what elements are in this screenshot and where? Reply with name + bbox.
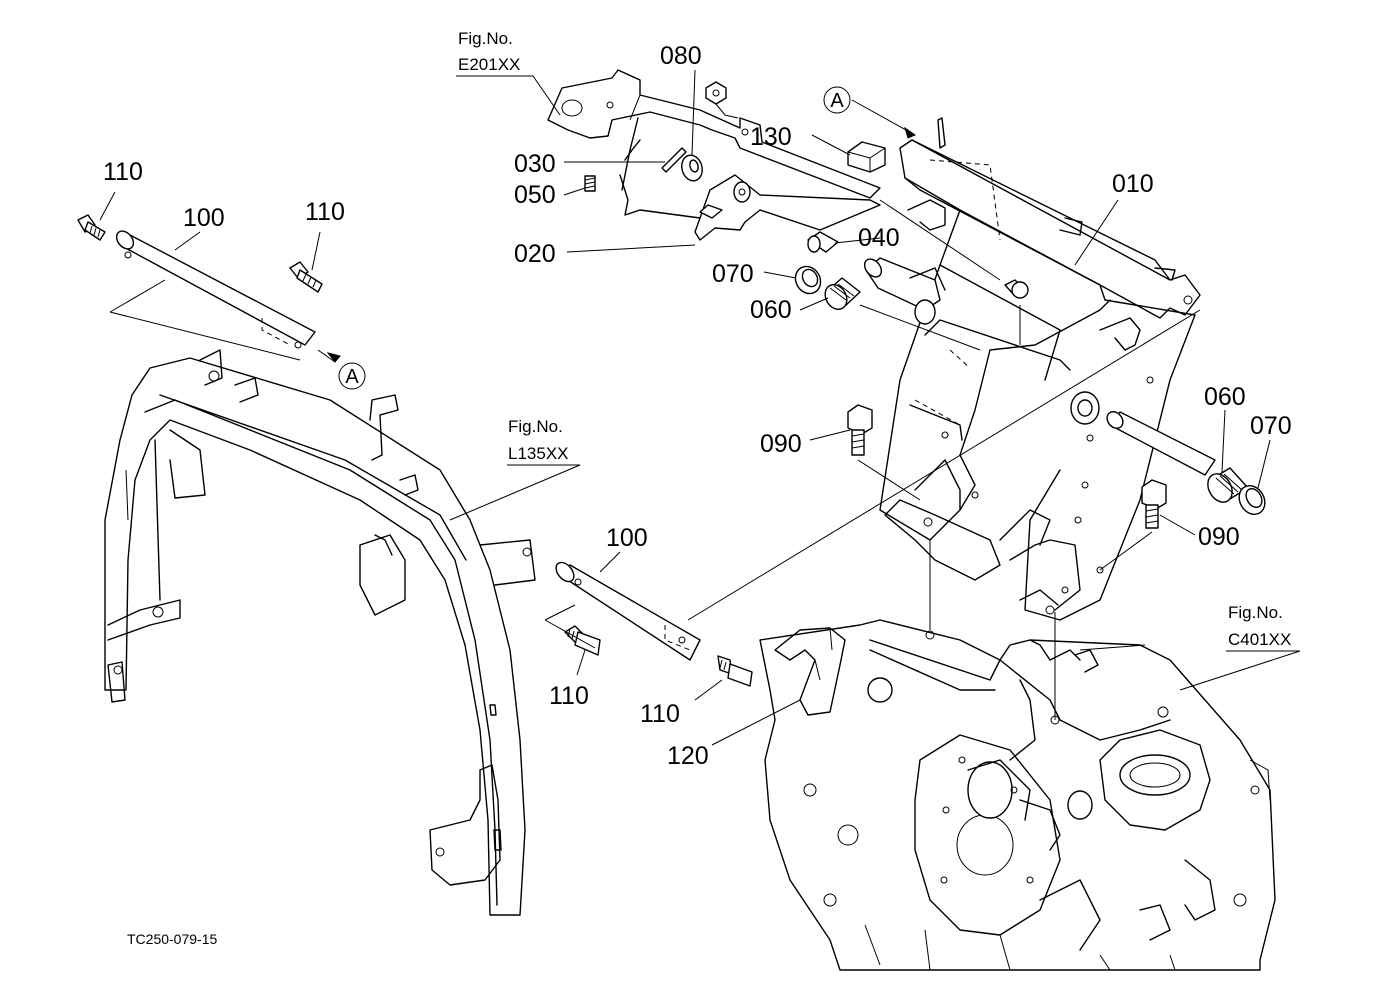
callout-a-upper-letter: A	[830, 90, 844, 112]
hook-120	[774, 627, 846, 716]
pin-100-top	[115, 230, 316, 349]
part-label-050: 050	[514, 181, 556, 209]
part-label-040: 040	[858, 224, 900, 252]
part-label-110-bottom-left: 110	[549, 682, 589, 710]
drawing-code: TC250-079-15	[127, 931, 217, 947]
part-label-110-bottom-right: 110	[640, 700, 680, 728]
fig-ref-right-line2: C401XX	[1228, 630, 1291, 649]
callout-a-lower-letter: A	[345, 366, 359, 388]
part-label-020: 020	[514, 240, 556, 268]
part-label-100-top: 100	[183, 204, 225, 232]
part-label-080: 080	[660, 42, 702, 70]
part-label-090-right: 090	[1198, 523, 1240, 551]
fig-ref-top-line2: E201XX	[458, 55, 520, 74]
washer-080	[681, 154, 703, 182]
part-label-100-bottom: 100	[606, 524, 648, 552]
pad-130	[847, 141, 886, 173]
seal-070-right	[1238, 484, 1266, 516]
housing-c401	[759, 619, 1276, 971]
bolt-110-top-right	[289, 261, 323, 293]
shaft-right	[1070, 391, 1216, 476]
callout-a-upper: A	[823, 86, 851, 114]
part-label-030: 030	[514, 150, 556, 178]
bracket-e201	[547, 69, 881, 199]
bolt-small-mid	[1004, 279, 1029, 299]
pin-030	[661, 147, 687, 173]
callout-a-lower: A	[338, 362, 366, 390]
spring-050	[584, 117, 701, 219]
fig-ref-middle-line2: L135XX	[508, 444, 569, 463]
nut-top	[705, 81, 739, 119]
part-label-110-top-right: 110	[305, 198, 345, 226]
part-label-070-right: 070	[1250, 412, 1292, 440]
part-label-110-top-left: 110	[103, 158, 143, 186]
bolt-110-bottom-right	[717, 655, 753, 687]
pin-100-bottom	[555, 561, 701, 661]
part-label-090-left: 090	[760, 430, 802, 458]
bolt-110-top-left	[77, 214, 106, 241]
bearing-060-right	[1207, 467, 1249, 503]
part-label-060-left: 060	[750, 296, 792, 324]
bolt-090-right	[1099, 479, 1167, 571]
pedal-bracket-010	[879, 117, 1201, 621]
lever-020	[694, 174, 881, 241]
bearing-060-left	[824, 277, 861, 311]
leader-lines	[99, 69, 1301, 746]
bolt-090-left	[847, 404, 921, 501]
part-label-010: 010	[1112, 170, 1154, 198]
part-label-120: 120	[667, 742, 709, 770]
fig-ref-middle-line1: Fig.No.	[508, 417, 563, 436]
part-label-130: 130	[750, 123, 792, 151]
fig-ref-right-line1: Fig.No.	[1228, 603, 1283, 622]
shaft-left	[863, 257, 946, 325]
frame-assembly	[104, 349, 536, 916]
collar-040	[807, 231, 839, 253]
seal-070-left	[794, 265, 822, 295]
fig-ref-top-line1: Fig.No.	[458, 29, 513, 48]
part-label-070-left: 070	[712, 260, 754, 288]
part-label-060-right: 060	[1204, 383, 1246, 411]
